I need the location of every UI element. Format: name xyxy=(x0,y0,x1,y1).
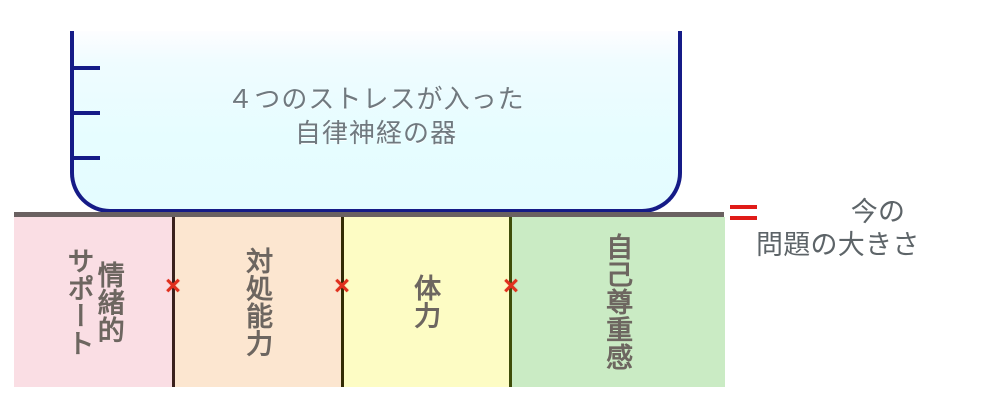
equals-icon-stroke-top xyxy=(730,205,757,209)
resource-label-physical-strength: 体力 xyxy=(410,274,441,330)
segment-divider-3 xyxy=(509,217,512,387)
baseline-rule xyxy=(14,212,724,217)
segment-divider-1 xyxy=(172,217,175,387)
vessel-label: ４つのストレスが入った 自律神経の器 xyxy=(227,84,525,148)
multiply-icon-3: × xyxy=(503,270,519,301)
result-caption-line-2: 問題の大きさ xyxy=(756,229,920,260)
equals-icon-stroke-bottom xyxy=(730,216,757,220)
autonomic-nerve-vessel: ４つのストレスが入った 自律神経の器 xyxy=(70,31,682,213)
resource-segment-coping-ability: 対処能力 xyxy=(173,217,341,387)
vessel-graduation-tick-2 xyxy=(72,111,100,115)
segment-divider-2 xyxy=(341,217,344,387)
equals-icon xyxy=(730,205,757,221)
resource-segment-self-esteem: 自己尊重感 xyxy=(509,217,725,387)
multiply-icon-2: × xyxy=(334,270,350,301)
resource-segment-emotional-support: 情緒的 サポート xyxy=(14,217,173,387)
vessel-graduation-tick-3 xyxy=(72,156,100,160)
resource-label-self-esteem: 自己尊重感 xyxy=(602,233,633,371)
resource-bar: 情緒的 サポート 対処能力 体力 自己尊重感 xyxy=(14,217,725,387)
result-caption: 今の 問題の大きさ xyxy=(756,196,1000,262)
multiply-icon-1: × xyxy=(165,270,181,301)
result-caption-line-1: 今の xyxy=(850,197,906,227)
resource-label-coping-ability: 対処能力 xyxy=(242,246,273,358)
resource-label-emotional-support: 情緒的 サポート xyxy=(63,246,124,358)
vessel-graduation-tick-1 xyxy=(72,66,100,70)
resource-segment-physical-strength: 体力 xyxy=(341,217,509,387)
